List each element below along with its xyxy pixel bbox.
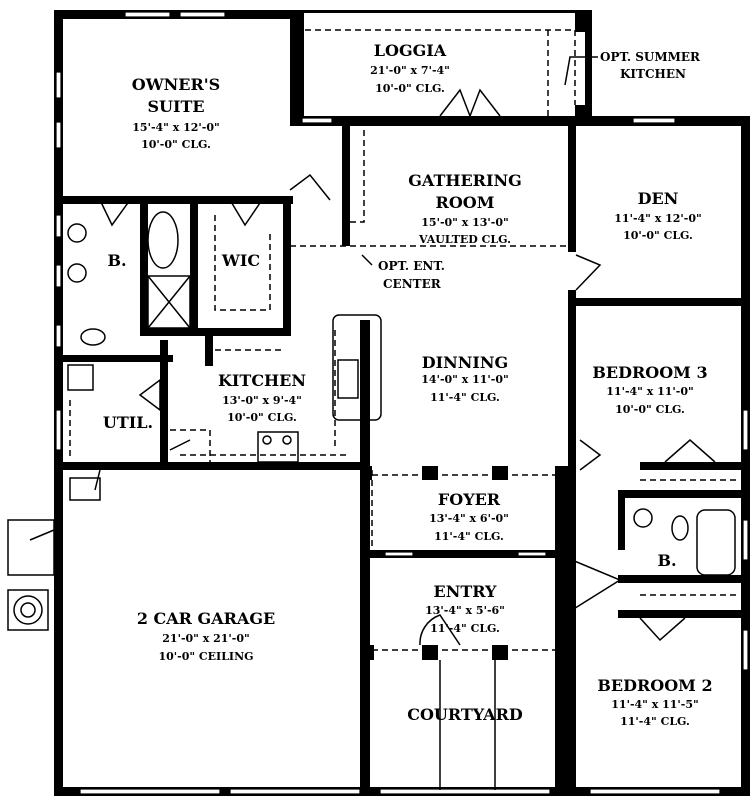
room-courtyard: COURTYARD	[407, 705, 523, 724]
note-text: OPT. SUMMER	[600, 50, 701, 64]
room-size: 21'-0" x 21'-0"	[162, 632, 249, 645]
room-dinning: DINNING 14'-0" x 11'-0" 11'-4" CLG.	[421, 353, 508, 404]
note-ent-center: OPT. ENT. CENTER	[378, 259, 445, 291]
room-size: 14'-0" x 11'-0"	[421, 373, 508, 386]
room-size: 21'-0" x 7'-4"	[370, 64, 450, 77]
room-ceiling: 10'-0" CEILING	[158, 650, 253, 663]
room-ceiling: 10'-0" CLG.	[141, 138, 211, 151]
room-ceiling: 11'-4" CLG.	[434, 530, 504, 543]
room-size: 15'-0" x 13'-0"	[421, 216, 508, 229]
room-size: 15'-4" x 12'-0"	[132, 121, 219, 134]
note-text: OPT. ENT.	[378, 259, 445, 273]
room-ceiling: 10'-0" CLG.	[227, 411, 297, 424]
room-ceiling: 10'-0" CLG.	[615, 403, 685, 416]
note-text: KITCHEN	[620, 67, 686, 81]
room-size: 11'-4" x 11'-5"	[611, 698, 698, 711]
room-name: GATHERING	[408, 171, 522, 190]
room-name: DEN	[638, 189, 679, 208]
room-name: FOYER	[438, 490, 501, 509]
room-ceiling: 11'-4" CLG.	[430, 391, 500, 404]
room-util: UTIL.	[103, 413, 153, 432]
note-summer-kitchen: OPT. SUMMER KITCHEN	[600, 50, 701, 81]
room-ceiling: 11'-4" CLG.	[430, 622, 500, 635]
leader-lines	[361, 56, 598, 266]
room-name: ROOM	[436, 193, 495, 212]
room-ceiling: 10'-0" CLG.	[623, 229, 693, 242]
walls	[54, 10, 750, 796]
room-wic: WIC	[221, 251, 260, 270]
room-den: DEN 11'-4" x 12'-0" 10'-0" CLG.	[614, 189, 701, 242]
room-bedroom-2: BEDROOM 2 11'-4" x 11'-5" 11'-4" CLG.	[597, 676, 712, 728]
room-size: 11'-4" x 12'-0"	[614, 212, 701, 225]
room-loggia: LOGGIA 21'-0" x 7'-4" 10'-0" CLG.	[370, 41, 450, 95]
room-ceiling: VAULTED CLG.	[418, 233, 511, 246]
room-name: LOGGIA	[374, 41, 447, 60]
room-bedroom-3: BEDROOM 3 11'-4" x 11'-0" 10'-0" CLG.	[592, 363, 707, 416]
note-text: CENTER	[383, 277, 442, 291]
doors	[29, 88, 716, 790]
room-name: BEDROOM 3	[592, 363, 707, 382]
room-ceiling: 11'-4" CLG.	[620, 715, 690, 728]
room-size: 13'-4" x 6'-0"	[429, 512, 509, 525]
room-name: SUITE	[147, 97, 204, 116]
fixtures	[7, 211, 736, 631]
dashed-lines	[69, 29, 740, 651]
room-kitchen: KITCHEN 13'-0" x 9'-4" 10'-0" CLG.	[218, 371, 306, 424]
room-bath-2: B.	[657, 551, 676, 570]
room-name: BEDROOM 2	[597, 676, 712, 695]
room-size: 13'-0" x 9'-4"	[222, 394, 302, 407]
room-name: 2 CAR GARAGE	[137, 609, 275, 628]
room-name: ENTRY	[434, 582, 498, 601]
room-name: DINNING	[422, 353, 508, 372]
room-ceiling: 10'-0" CLG.	[375, 82, 445, 95]
room-name: OWNER'S	[132, 75, 220, 94]
room-owners-suite: OWNER'S SUITE 15'-4" x 12'-0" 10'-0" CLG…	[132, 75, 220, 151]
room-name: KITCHEN	[218, 371, 306, 390]
room-entry: ENTRY 13'-4" x 5'-6" 11'-4" CLG.	[425, 582, 505, 635]
windows	[55, 11, 749, 795]
room-gathering-room: GATHERING ROOM 15'-0" x 13'-0" VAULTED C…	[408, 171, 522, 246]
room-garage: 2 CAR GARAGE 21'-0" x 21'-0" 10'-0" CEIL…	[137, 609, 275, 663]
room-owners-bath: B.	[107, 251, 126, 270]
room-size: 13'-4" x 5'-6"	[425, 604, 505, 617]
room-size: 11'-4" x 11'-0"	[606, 385, 693, 398]
room-foyer: FOYER 13'-4" x 6'-0" 11'-4" CLG.	[429, 490, 509, 543]
